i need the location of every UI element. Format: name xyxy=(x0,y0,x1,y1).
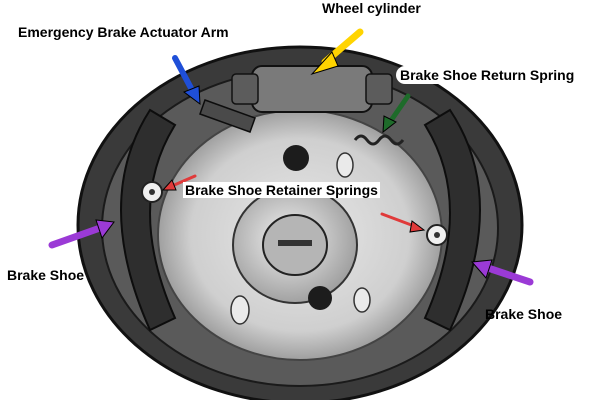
label-brake-shoe-left: Brake Shoe xyxy=(7,267,85,283)
return-spring-coil xyxy=(353,134,405,146)
retainer-spring-left-center xyxy=(149,189,155,195)
wheel-cylinder-body xyxy=(251,65,373,113)
plate-hole-top xyxy=(283,145,309,171)
label-wheel-cylinder: Wheel cylinder xyxy=(322,0,421,16)
stud-bottom-left xyxy=(230,295,250,325)
wheel-cylinder-left-piston xyxy=(231,73,259,105)
label-return-spring: Brake Shoe Return Spring xyxy=(396,66,579,84)
arrow-actuator-arm xyxy=(172,55,201,106)
wheel-cylinder-right-piston xyxy=(365,73,393,105)
arrow-brake-shoe-right xyxy=(470,259,534,286)
arrow-retainer-left xyxy=(161,174,197,191)
actuator-arm-shape xyxy=(199,99,256,133)
brake-shoe-right-shape xyxy=(423,108,481,332)
stud-bottom-right xyxy=(353,287,371,313)
label-actuator-arm: Emergency Brake Actuator Arm xyxy=(14,23,233,41)
arrow-brake-shoe-left xyxy=(48,219,115,249)
plate-hole-bottom xyxy=(308,286,332,310)
arrow-retainer-right xyxy=(380,212,426,233)
arrow-return-spring xyxy=(382,93,411,134)
arrow-wheel-cylinder xyxy=(310,28,364,76)
retainer-spring-right-center xyxy=(434,232,440,238)
label-retainer-springs: Brake Shoe Retainer Springs xyxy=(183,182,380,198)
brake-shoe-left-shape xyxy=(120,108,177,332)
label-brake-shoe-right: Brake Shoe xyxy=(485,306,563,322)
stud-top-right xyxy=(336,152,354,178)
hub-slot xyxy=(278,240,312,246)
